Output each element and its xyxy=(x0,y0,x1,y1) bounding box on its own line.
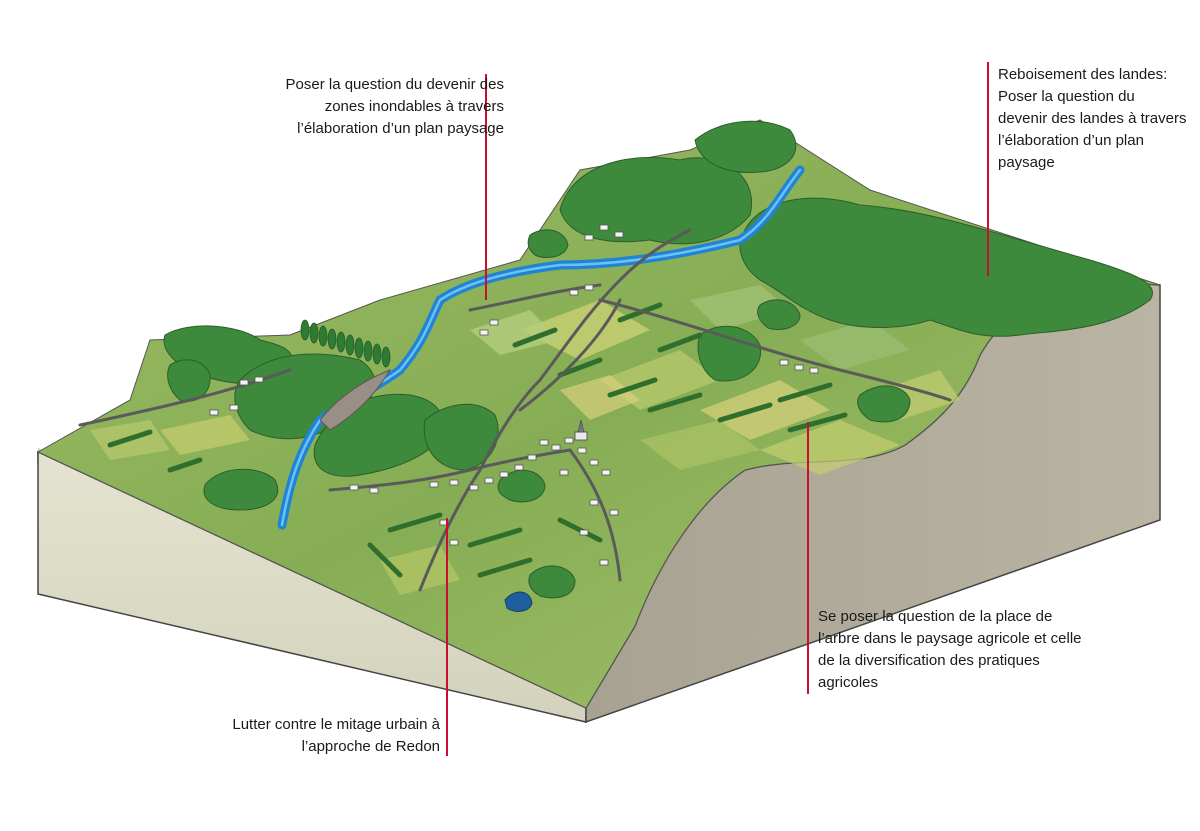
cliff xyxy=(319,368,392,431)
annotation-reforestation: Reboisement des landes: Poser la questio… xyxy=(998,66,1187,171)
forest-north xyxy=(559,120,1153,337)
annotation-trees-agriculture: Se poser la question de la place de l’ar… xyxy=(818,608,1082,691)
church xyxy=(574,419,588,441)
leader-lines xyxy=(446,62,989,756)
hedgerows xyxy=(107,302,848,578)
poplar-row xyxy=(300,319,391,368)
buildings xyxy=(209,224,819,566)
annotation-urban-sprawl: Lutter contre le mitage urbain à l’appro… xyxy=(232,716,440,755)
pond xyxy=(504,591,533,612)
roads xyxy=(78,228,952,592)
annotation-floodplain: Poser la question du devenir des zones i… xyxy=(285,76,504,137)
